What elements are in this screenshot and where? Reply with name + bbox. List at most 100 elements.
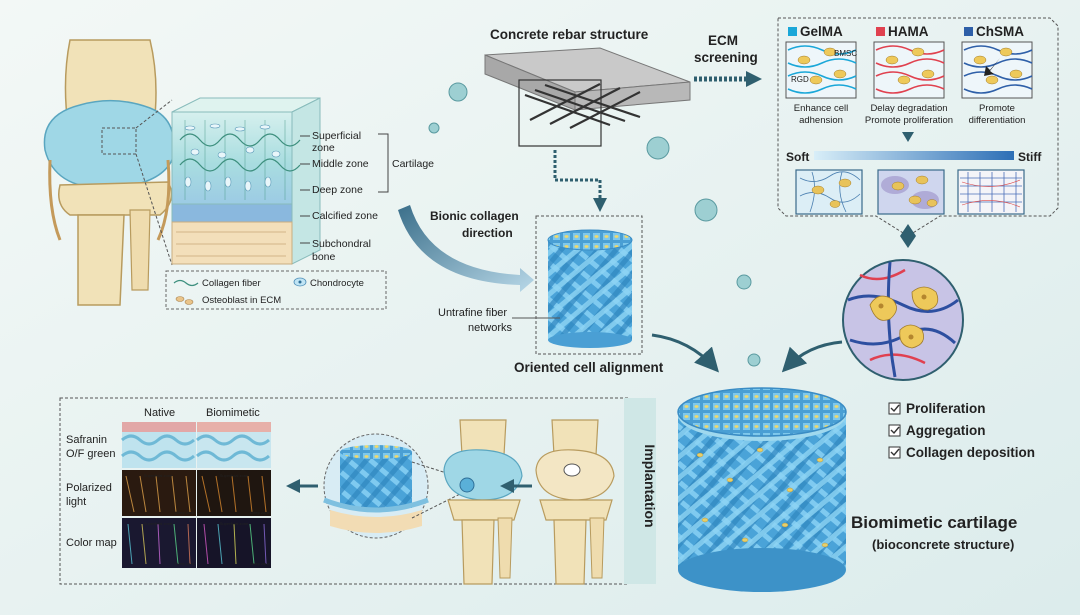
stiff-label: Stiff — [1018, 150, 1042, 164]
hist-zone-bio-deep: Deep zone — [250, 510, 270, 515]
bionic-arrow-icon — [398, 205, 534, 292]
col-biomimetic: Biomimetic — [206, 407, 260, 419]
checkbox-icon — [888, 446, 901, 459]
label-cartilage: Cartilage — [392, 158, 434, 170]
down-arrow-icon — [593, 198, 607, 212]
outcome-item: Aggregation — [888, 423, 986, 438]
label-deep-zone: Deep zone — [312, 184, 363, 196]
ecm-desc-2: adhension — [799, 115, 843, 126]
hist-zone-bio-deep-2: Deep zone — [250, 561, 270, 566]
implantation-band — [624, 398, 656, 584]
ecm-desc-1: Enhance cell — [794, 103, 848, 114]
outcome-item: Collagen deposition — [888, 445, 1035, 460]
implantation-label: Implantation — [642, 444, 658, 527]
outcome-item: Proliferation — [888, 401, 986, 416]
osteoblast-icon — [175, 296, 194, 305]
cartilage-legend: Collagen fiber Chondrocyte Osteoblast in… — [165, 270, 387, 310]
col-native: Native — [144, 407, 175, 419]
bionic-label-2: direction — [462, 226, 513, 240]
left-arrow-icon-1 — [286, 479, 300, 493]
defect-knee-illustration — [535, 419, 615, 585]
ecm-label-2: screening — [694, 50, 758, 65]
label-subchondral-2: bone — [312, 251, 336, 263]
result-title: Biomimetic cartilage — [851, 513, 1017, 532]
small-down-arrow-icon — [902, 132, 914, 142]
legend-chondrocyte: Chondrocyte — [310, 278, 364, 289]
stiffness-tiles — [795, 169, 1025, 215]
stiffness-gradient-bar — [814, 151, 1014, 160]
rebar-title: Concrete rebar structure — [490, 27, 649, 42]
result-subtitle: (bioconcrete structure) — [872, 537, 1014, 552]
implanted-knee-illustration — [443, 419, 523, 585]
legend-collagen: Collagen fiber — [202, 278, 261, 289]
right-arrow-icon — [746, 71, 762, 87]
label-superficial-2: zone — [312, 142, 335, 154]
label-calcified-zone: Calcified zone — [312, 210, 378, 222]
row-safranin-1: Safranin — [66, 434, 107, 446]
ecm-desc-2: Promote proliferation — [865, 115, 953, 126]
chsma-arrow-icon — [984, 58, 1000, 76]
biomimetic-cartilage-scaffold — [677, 387, 847, 592]
row-polarized-2: light — [66, 496, 86, 508]
concrete-rebar-illustration — [484, 47, 691, 147]
ecm-desc-2: differentiation — [969, 115, 1026, 126]
layer-labels: Superficial zone Middle zone Deep zone C… — [300, 130, 434, 263]
row-colormap: Color map — [66, 537, 117, 549]
ecm-swatch — [788, 27, 797, 36]
ecm-label-1: ECM — [708, 33, 738, 48]
ecm-swatch — [964, 27, 973, 36]
ecm-name: ChSMA — [976, 24, 1024, 39]
ecm-desc-1: Promote — [979, 103, 1015, 114]
ecm-desc-1: Delay degradation — [870, 103, 947, 114]
checkbox-icon — [888, 402, 901, 415]
ecm-name: HAMA — [888, 24, 929, 39]
checkmark-icon — [890, 448, 900, 457]
ecm-name: GelMA — [800, 24, 843, 39]
rgd-label: RGD — [791, 75, 809, 84]
label-superficial-1: Superficial — [312, 130, 361, 142]
hist-zone-native-deep-2: Deep zone — [175, 561, 195, 566]
ecm-screening-panel — [777, 17, 1059, 237]
outcome-label: Proliferation — [906, 401, 986, 416]
hist-zone-bio-sup-2: Superficial zone — [220, 521, 249, 526]
oriented-scaffold-illustration — [547, 229, 633, 348]
ecm-swatch — [876, 27, 885, 36]
hydrogel-closeup — [842, 259, 964, 381]
checkmark-icon — [890, 426, 900, 435]
row-safranin-2: O/F green — [66, 448, 116, 460]
soft-label: Soft — [786, 150, 809, 164]
collagen-fiber-icon — [173, 279, 199, 287]
label-subchondral-1: Subchondral — [312, 238, 371, 250]
hist-zone-native-sup: Superficial zone — [144, 473, 173, 478]
legend-osteoblast: Osteoblast in ECM — [202, 295, 281, 306]
bmsc-label: BMSC — [834, 49, 857, 58]
checkmark-icon — [890, 404, 900, 413]
knee-joint-illustration — [43, 39, 175, 306]
fiber-label-2: networks — [468, 322, 513, 334]
hist-zone-native-sup-2: Superficial zone — [144, 521, 173, 526]
outcome-label: Aggregation — [906, 423, 986, 438]
histology-images — [121, 422, 271, 568]
hist-zone-native-deep: Deep zone — [175, 510, 195, 515]
outcome-label: Collagen deposition — [906, 445, 1035, 460]
oriented-alignment-label: Oriented cell alignment — [514, 360, 664, 375]
checkbox-icon — [888, 424, 901, 437]
cartilage-layer-block — [171, 97, 321, 265]
left-arrow-icon-2 — [500, 479, 514, 493]
hist-zone-bio-sup: Superficial zone — [220, 473, 249, 478]
scaffold-box — [535, 215, 643, 355]
label-middle-zone: Middle zone — [312, 158, 369, 170]
magnified-implant-view — [323, 433, 429, 539]
histology-row-labels: Safranin O/F green Polarized light Color… — [66, 434, 117, 549]
row-polarized-1: Polarized — [66, 482, 112, 494]
decorative-bubbles — [428, 82, 761, 367]
bionic-label-1: Bionic collagen — [430, 209, 519, 223]
fiber-label-1: Untrafine fiber — [438, 307, 507, 319]
